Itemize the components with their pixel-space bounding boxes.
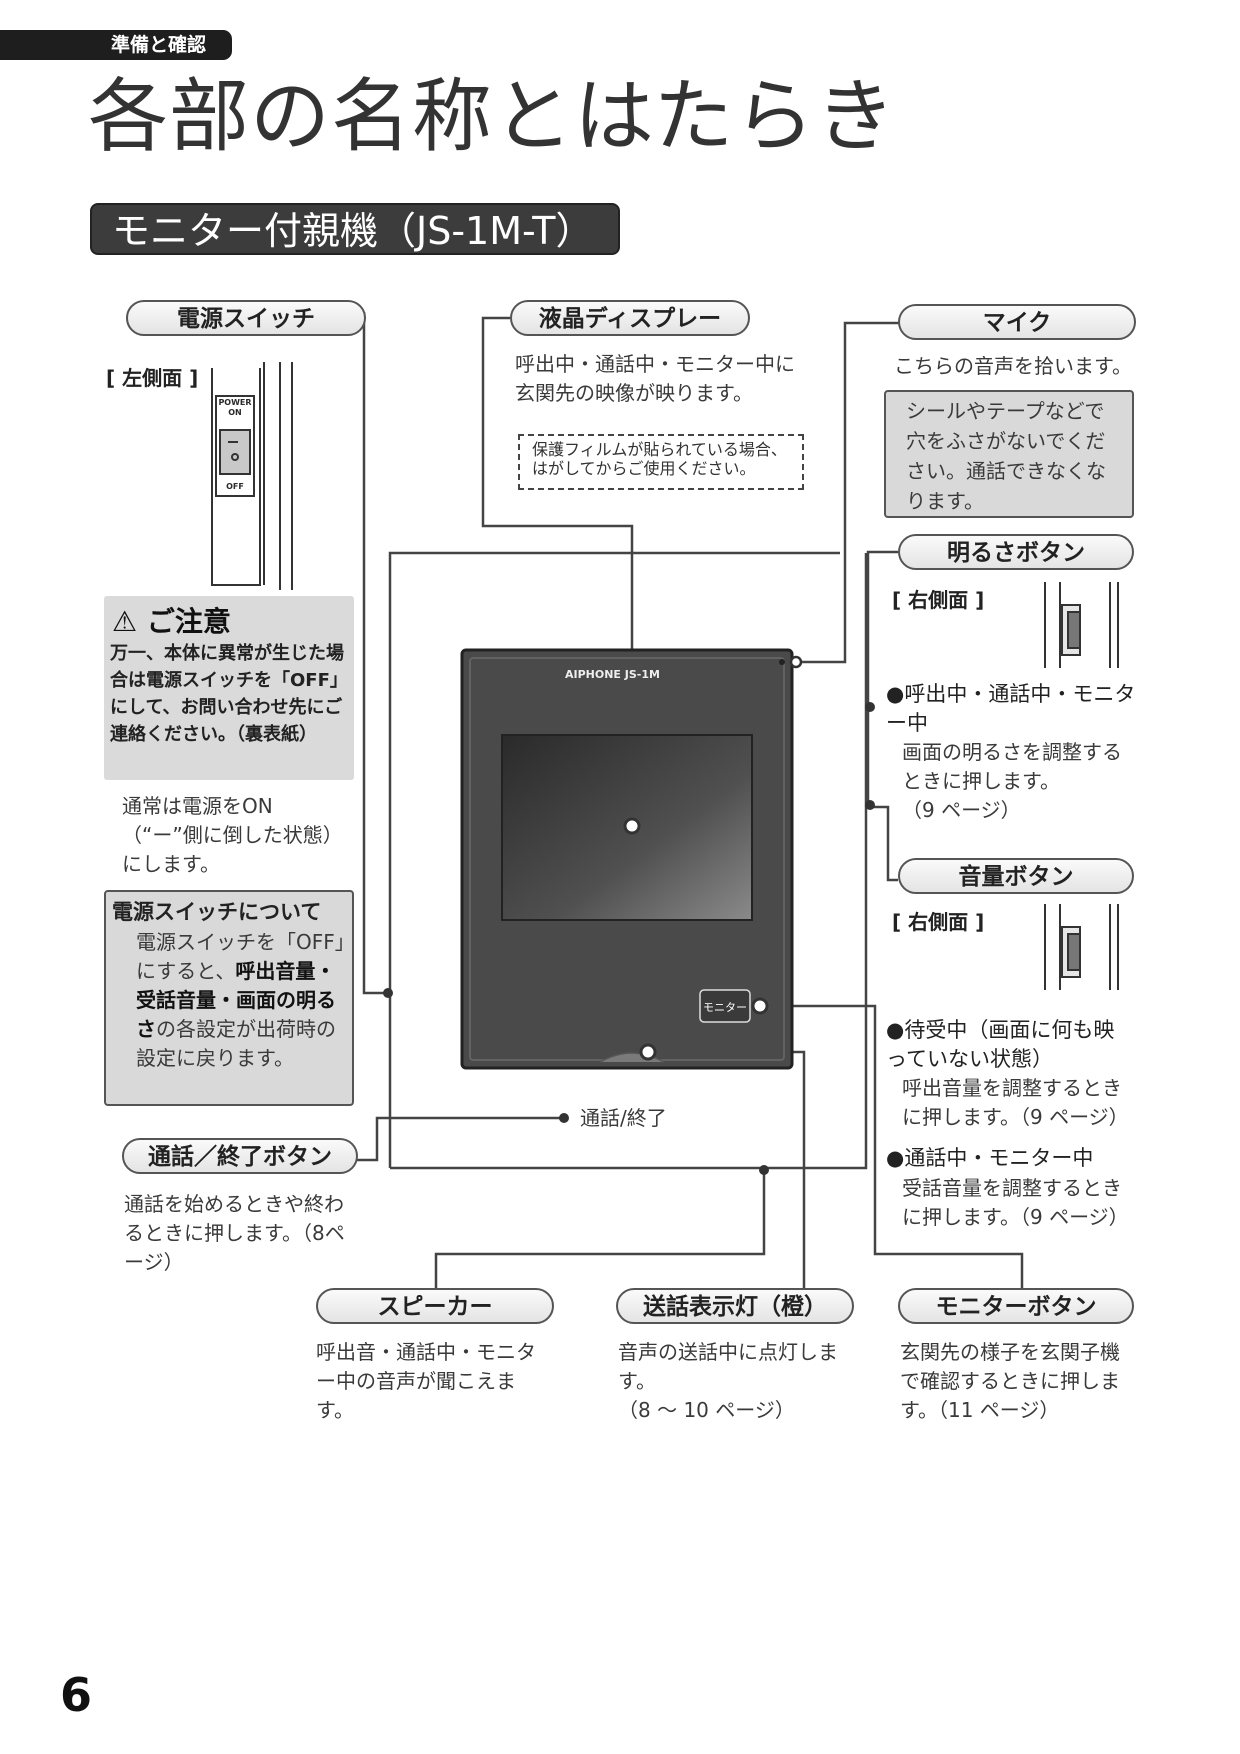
volume-leader [870, 805, 898, 882]
volume-bullet-standby: ●待受中（画面に何も映っていない状態） [886, 1018, 1115, 1071]
caution-text: 万一、本体に異常が生じた場合は電源スイッチを「OFF」にして、お問い合わせ先にご… [110, 643, 348, 745]
lcd-label: 液晶ディスプレー [510, 300, 750, 336]
section-tab: 準備と確認 [0, 30, 232, 60]
warning-icon: ⚠ [112, 605, 138, 638]
volume-text-talk: 受話音量を調整するときに押します。（9 ページ） [902, 1176, 1129, 1229]
brightness-label: 明るさボタン [898, 534, 1134, 570]
power-about-title: 電源スイッチについて [112, 900, 322, 924]
caution-box: ⚠ ご注意 万一、本体に異常が生じた場合は電源スイッチを「OFF」にして、お問い… [104, 596, 354, 780]
mic-leader [796, 321, 900, 664]
talk-button-text: 通話を始めるときや終わるときに押します。（8ページ） [124, 1192, 345, 1274]
speaker-text: 呼出音・通話中・モニター中の音声が聞こえます。 [316, 1340, 536, 1422]
monitor-leader [760, 1004, 1024, 1290]
talk-leader [356, 1116, 562, 1162]
monitor-button-label: モニターボタン [898, 1288, 1134, 1324]
monitor-button-text: 玄関先の様子を玄関子機で確認するときに押します。（11 ページ） [900, 1340, 1120, 1422]
mic-label: マイク [898, 304, 1136, 340]
film-note: 保護フィルムが貼られている場合、はがしてからご使用ください。 [518, 434, 804, 490]
device-brand: AIPHONE JS-1M [565, 668, 660, 681]
caution-title: ⚠ ご注意 [112, 605, 231, 638]
volume-label: 音量ボタン [898, 858, 1134, 894]
brightness-text: 画面の明るさを調整するときに押します。 [902, 740, 1122, 793]
brightness-bullet: ●呼出中・通話中・モニター中 [886, 682, 1136, 735]
indicator-ref: （8 〜 10 ページ） [618, 1398, 795, 1422]
lcd-text: 呼出中・通話中・モニター中に玄関先の映像が映ります。 [515, 352, 795, 405]
switch-off-text: OFF [226, 482, 244, 491]
indicator-leader [648, 1050, 806, 1292]
power-normal-text: 通常は電源をON（“ー”側に倒した状態）にします。 [122, 794, 333, 876]
speaker-leader [434, 1170, 766, 1290]
power-switch-label: 電源スイッチ [126, 300, 366, 336]
power-about-text: 電源スイッチを「OFF」にすると、呼出音量・受話音量・画面の明るさの各設定が出荷… [136, 930, 345, 1070]
mic-text: こちらの音声を拾います。 [894, 354, 1132, 378]
lcd-leader [481, 316, 634, 826]
page-number: 6 [60, 1668, 93, 1722]
brightness-side-label: [ 右側面 ] [892, 588, 985, 612]
brightness-ref: （9 ページ） [902, 798, 1021, 822]
indicator-text: 音声の送話中に点灯します。 [618, 1340, 838, 1393]
mic-warning-box: シールやテープなどで穴をふさがないでください。通話できなくなります。 [884, 390, 1134, 518]
speaker-label: スピーカー [316, 1288, 554, 1324]
volume-bullet-talk: ●通話中・モニター中 [886, 1146, 1094, 1170]
power-leader [362, 312, 388, 995]
power-about-box: 電源スイッチについて 電源スイッチを「OFF」にすると、呼出音量・受話音量・画面… [104, 890, 354, 1106]
page-title: 各部の名称とはたらき [88, 70, 897, 163]
frame-left [388, 551, 840, 1168]
switch-on-text: POWER ON [218, 398, 252, 417]
device-monitor-button [699, 989, 751, 1023]
indicator-label: 送話表示灯（橙） [616, 1288, 854, 1324]
left-side-label: [ 左側面 ] [106, 366, 199, 390]
section-heading: モニター付親機（JS-1M-T） [90, 203, 620, 255]
talk-end-label: 通話/終了 [580, 1106, 667, 1130]
volume-side-label: [ 右側面 ] [892, 910, 985, 934]
device-monitor-label: モニター [703, 1001, 747, 1014]
volume-text-standby: 呼出音量を調整するときに押します。（9 ページ） [902, 1076, 1129, 1129]
talk-button-label: 通話／終了ボタン [122, 1138, 358, 1174]
